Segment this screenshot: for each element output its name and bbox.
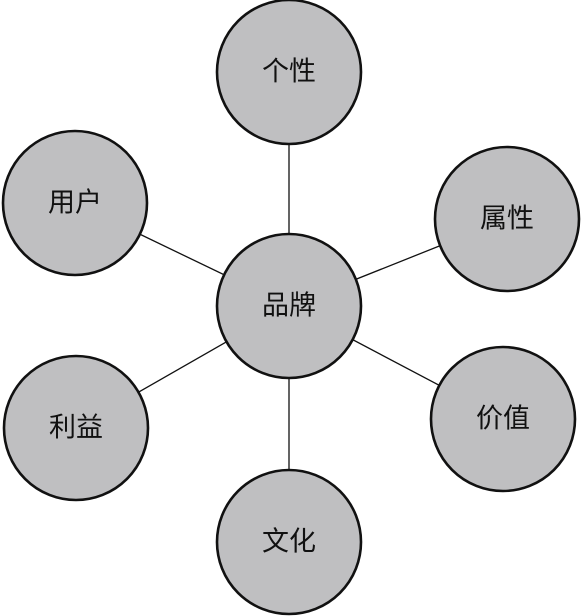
node-personality: 个性	[215, 0, 363, 146]
node-culture-circle	[215, 468, 363, 616]
node-personality-circle	[215, 0, 363, 146]
node-value-circle	[429, 345, 577, 493]
node-brand-label: 品牌	[262, 291, 316, 322]
node-benefit-circle	[2, 354, 150, 502]
node-value-label: 价值	[476, 404, 530, 435]
node-user-circle	[1, 129, 149, 277]
node-attribute-circle	[433, 145, 581, 293]
node-brand-circle	[215, 232, 363, 380]
node-user-label: 用户	[48, 188, 102, 219]
node-brand-center: 品牌	[215, 232, 363, 380]
node-personality-label: 个性	[262, 57, 316, 88]
node-attribute: 属性	[433, 145, 581, 293]
node-value: 价值	[429, 345, 577, 493]
node-user: 用户	[1, 129, 149, 277]
node-benefit: 利益	[2, 354, 150, 502]
node-culture-label: 文化	[262, 527, 316, 558]
node-culture: 文化	[215, 468, 363, 616]
node-benefit-label: 利益	[49, 413, 103, 444]
node-attribute-label: 属性	[480, 204, 534, 235]
